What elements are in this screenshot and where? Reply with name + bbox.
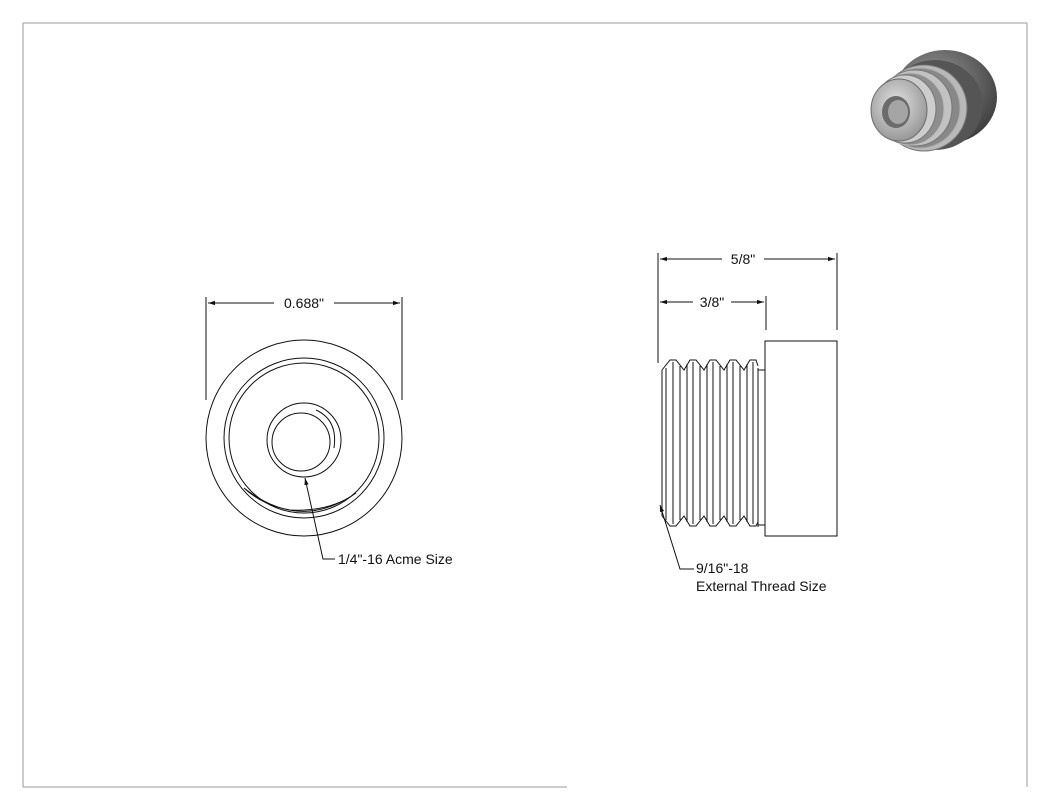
overall-length-label: 5/8" (731, 251, 755, 267)
outer-flange-circle (205, 339, 403, 537)
acme-thread-arc (315, 409, 336, 449)
sheet-border (22, 22, 1028, 788)
dimension-overall-length (657, 253, 838, 363)
dimension-width (205, 297, 403, 400)
acme-bore-inner (271, 412, 331, 472)
acme-leader (304, 477, 335, 560)
thread-major-circle (223, 357, 385, 519)
width-dimension-label: 0.688" (284, 295, 324, 311)
thread-minor-circle (228, 362, 380, 514)
thread-start-arc (243, 487, 357, 512)
acme-bore-outer (266, 402, 342, 478)
flange-body (764, 340, 838, 537)
side-view (661, 340, 838, 537)
front-view (205, 339, 403, 537)
acme-size-note: 1/4"-16 Acme Size (338, 551, 453, 567)
threaded-insert-isometric-icon (870, 50, 997, 152)
thread-bottom-profile (661, 515, 759, 527)
external-thread-note-line2: External Thread Size (696, 578, 827, 594)
thread-top-profile (661, 359, 759, 371)
thread-length-label: 3/8" (700, 294, 724, 310)
external-thread-leader (659, 504, 694, 570)
dimension-thread-length (660, 296, 767, 330)
external-thread-note-line1: 9/16"-18 (696, 560, 749, 576)
